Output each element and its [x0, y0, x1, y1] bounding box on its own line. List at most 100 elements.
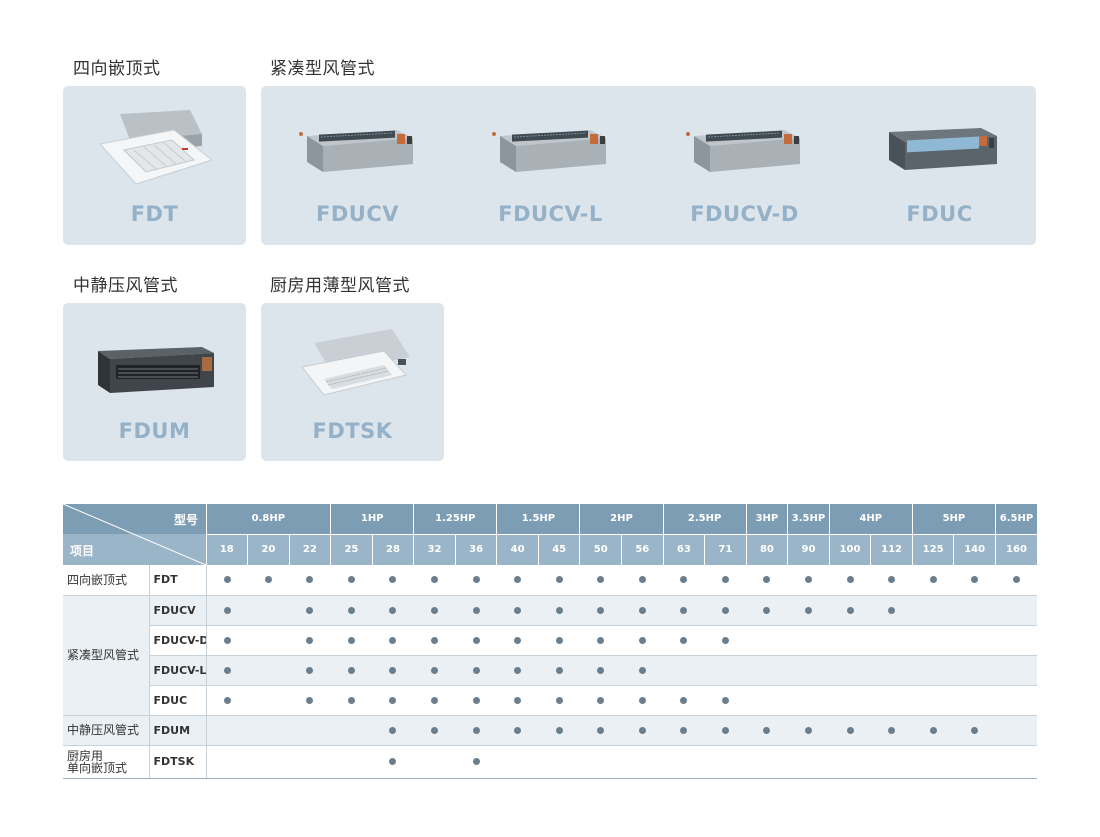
- capacity-header: 28: [371, 533, 414, 565]
- availability-cell: [621, 625, 664, 656]
- group-title-compact-duct: 紧凑型风管式: [270, 59, 375, 79]
- row-model: FDTSK: [149, 745, 207, 779]
- availability-cell: [496, 655, 539, 686]
- capacity-header: 56: [621, 533, 664, 565]
- availability-cell: [372, 595, 414, 626]
- row-category: 中静压风管式: [63, 715, 150, 746]
- available-dot-icon: [721, 576, 729, 584]
- availability-cell: [413, 565, 456, 596]
- duct-unit-icon: [454, 104, 647, 194]
- availability-cell: [579, 655, 622, 686]
- available-dot-icon: [555, 696, 563, 704]
- availability-cell: [746, 745, 788, 779]
- availability-cell: [870, 595, 913, 626]
- availability-cell: [330, 595, 373, 626]
- availability-cell: [579, 745, 622, 779]
- availability-cell: [538, 625, 580, 656]
- availability-cell: [746, 685, 788, 716]
- availability-cell: [953, 655, 996, 686]
- product-label: FDTSK: [312, 419, 393, 443]
- available-dot-icon: [555, 636, 563, 644]
- row-model: FDUM: [149, 715, 207, 746]
- availability-cell: [289, 655, 331, 686]
- available-dot-icon: [472, 666, 480, 674]
- availability-cell: [829, 715, 871, 746]
- available-dot-icon: [431, 726, 439, 734]
- availability-cell: [372, 625, 414, 656]
- capacity-header: 25: [330, 533, 373, 565]
- available-dot-icon: [431, 606, 439, 614]
- capacity-header: 100: [828, 533, 871, 565]
- availability-cell: [704, 655, 747, 686]
- available-dot-icon: [555, 576, 563, 584]
- availability-cell: [621, 565, 664, 596]
- availability-cell: [870, 565, 913, 596]
- product-fduc[interactable]: FDUC: [843, 86, 1036, 246]
- availability-cell: [496, 625, 539, 656]
- hp-group-header: 2.5HP: [662, 504, 747, 534]
- availability-cell: [538, 655, 580, 686]
- available-dot-icon: [347, 696, 355, 704]
- group-title-cassette: 四向嵌顶式: [73, 59, 161, 79]
- available-dot-icon: [389, 636, 397, 644]
- available-dot-icon: [472, 696, 480, 704]
- availability-cell: [995, 715, 1037, 746]
- availability-cell: [538, 565, 580, 596]
- availability-cell: [870, 745, 913, 779]
- availability-cell: [953, 595, 996, 626]
- available-dot-icon: [472, 726, 480, 734]
- available-dot-icon: [638, 636, 646, 644]
- available-dot-icon: [555, 606, 563, 614]
- row-model: FDUCV-L: [149, 655, 207, 686]
- capacity-header: 125: [911, 533, 954, 565]
- availability-cell: [704, 565, 747, 596]
- available-dot-icon: [306, 666, 314, 674]
- capacity-header: 32: [413, 533, 456, 565]
- availability-cell: [579, 715, 622, 746]
- availability-cell: [413, 715, 456, 746]
- available-dot-icon: [431, 636, 439, 644]
- availability-cell: [330, 715, 373, 746]
- available-dot-icon: [763, 576, 771, 584]
- availability-cell: [912, 655, 954, 686]
- available-dot-icon: [763, 726, 771, 734]
- available-dot-icon: [347, 636, 355, 644]
- product-fducv[interactable]: FDUCV: [261, 86, 454, 246]
- capacity-header: 140: [953, 533, 996, 565]
- available-dot-icon: [597, 666, 605, 674]
- availability-cell: [787, 715, 830, 746]
- product-fdt[interactable]: FDT: [63, 86, 246, 246]
- availability-cell: [953, 715, 996, 746]
- availability-cell: [247, 595, 290, 626]
- availability-cell: [663, 745, 705, 779]
- product-fducv-d[interactable]: FDUCV-D: [648, 86, 841, 246]
- product-fducv-l[interactable]: FDUCV-L: [454, 86, 647, 246]
- availability-cell: [206, 685, 248, 716]
- available-dot-icon: [929, 576, 937, 584]
- available-dot-icon: [223, 666, 231, 674]
- row-model: FDUCV-D: [149, 625, 207, 656]
- available-dot-icon: [846, 576, 854, 584]
- available-dot-icon: [389, 696, 397, 704]
- availability-cell: [870, 685, 913, 716]
- available-dot-icon: [306, 606, 314, 614]
- group-title-medium-static-duct: 中静压风管式: [73, 276, 178, 296]
- product-fdtsk[interactable]: FDTSK: [261, 303, 444, 463]
- product-fdum[interactable]: FDUM: [63, 303, 246, 463]
- available-dot-icon: [721, 696, 729, 704]
- available-dot-icon: [431, 666, 439, 674]
- available-dot-icon: [680, 606, 688, 614]
- availability-cell: [953, 685, 996, 716]
- available-dot-icon: [223, 606, 231, 614]
- availability-cell: [330, 685, 373, 716]
- capacity-header: 40: [496, 533, 539, 565]
- hp-group-header: 1HP: [330, 504, 414, 534]
- table-row: FDUCV-L: [63, 655, 1037, 686]
- available-dot-icon: [597, 726, 605, 734]
- available-dot-icon: [389, 666, 397, 674]
- availability-cell: [455, 745, 497, 779]
- available-dot-icon: [472, 576, 480, 584]
- available-dot-icon: [223, 636, 231, 644]
- availability-cell: [663, 655, 705, 686]
